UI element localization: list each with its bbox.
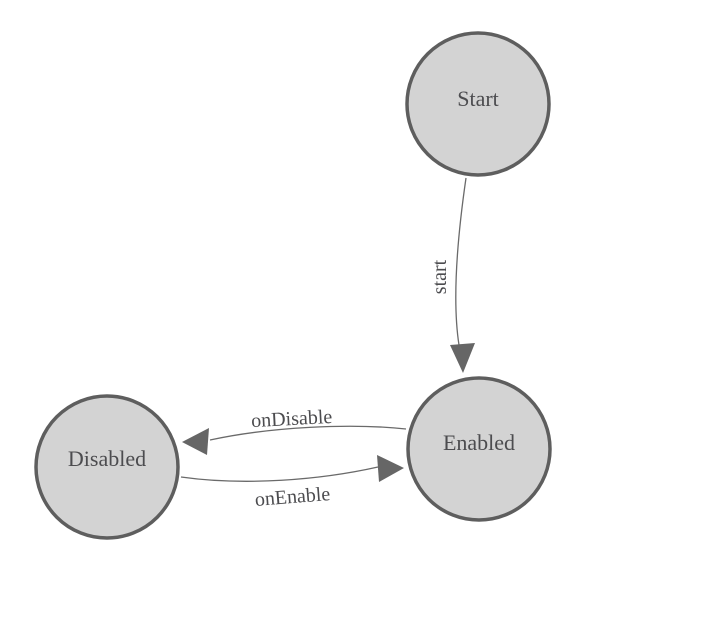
transition-onenable[interactable]: onEnable [180, 455, 404, 511]
state-circle-start[interactable] [405, 31, 551, 177]
transition-ondisable[interactable]: onDisable [182, 406, 407, 455]
state-circle-disabled[interactable] [34, 394, 180, 540]
state-label-disabled: Disabled [68, 446, 146, 471]
transition-ondisable-line[interactable] [209, 425, 407, 441]
arrowhead-right-icon [377, 455, 404, 482]
state-node-enabled[interactable]: Enabled [406, 376, 552, 522]
state-label-enabled: Enabled [443, 430, 515, 455]
transition-start-line[interactable] [455, 177, 467, 346]
state-node-disabled[interactable]: Disabled [34, 394, 180, 540]
state-label-start: Start [457, 86, 499, 111]
transition-onenable-line[interactable] [180, 466, 379, 482]
transition-label-onenable: onEnable [254, 483, 331, 511]
arrowhead-down-icon [450, 343, 475, 373]
transition-label-start: start [429, 259, 451, 294]
transition-start[interactable]: start [429, 177, 475, 373]
state-circle-enabled[interactable] [406, 376, 552, 522]
transition-label-ondisable: onDisable [251, 406, 333, 432]
arrowhead-left-icon [182, 428, 209, 455]
state-node-start[interactable]: Start [405, 31, 551, 177]
